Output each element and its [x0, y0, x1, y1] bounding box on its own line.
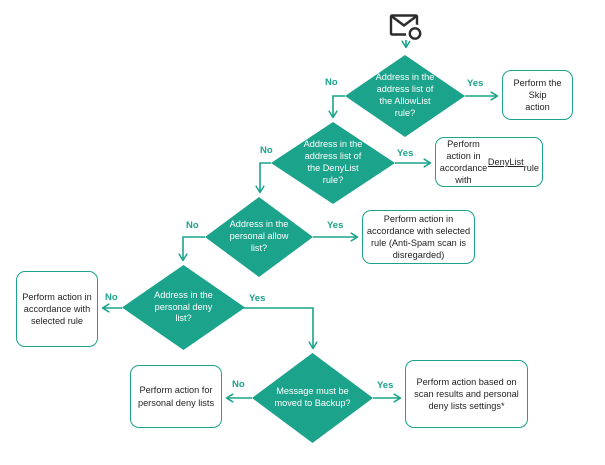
decision-backup: Message must be moved to Backup? — [252, 353, 373, 443]
decision-personal-allow: Address in the personal allow list? — [205, 197, 313, 277]
label-personal-allow-yes: Yes — [327, 220, 344, 231]
denylist-link: DenyList — [487, 156, 524, 167]
label-backup-no: No — [232, 379, 245, 390]
label-allowlist-yes: Yes — [467, 78, 484, 89]
label-denylist-no: No — [260, 145, 273, 156]
decision-denylist-text: Address in the address list of the DenyL… — [303, 139, 363, 185]
label-personal-deny-no: No — [105, 292, 118, 303]
arrow-allowlist-no — [328, 95, 345, 119]
decision-allowlist: Address in the address list of the Allow… — [345, 55, 465, 137]
label-backup-yes: Yes — [377, 380, 394, 391]
action-denylist-rule: Perform action in accordance with DenyLi… — [435, 137, 543, 187]
arrow-denylist-no — [255, 162, 271, 194]
arrow-personal-deny-yes — [243, 307, 318, 350]
action-denylist-rule-post: rule — [523, 163, 539, 173]
email-message-icon — [388, 12, 428, 46]
label-personal-deny-yes: Yes — [249, 293, 266, 304]
action-denylist-rule-pre: Perform action in accordance with — [439, 138, 488, 186]
envelope-flap — [391, 15, 417, 27]
decision-backup-text: Message must be moved to Backup? — [274, 386, 351, 408]
action-selected-rule: Perform action in accordance with select… — [16, 271, 98, 347]
decision-allowlist-text: Address in the address list of the Allow… — [375, 72, 435, 118]
label-denylist-yes: Yes — [397, 148, 414, 159]
decision-personal-allow-text: Address in the personal allow list? — [229, 219, 289, 253]
arrow-personal-allow-no — [178, 236, 205, 262]
label-allowlist-no: No — [325, 77, 338, 88]
action-selected-rule-disregarded: Perform action in accordance with select… — [362, 210, 475, 264]
decision-personal-deny-text: Address in the personal deny list? — [154, 289, 213, 324]
decision-denylist: Address in the address list of the DenyL… — [271, 122, 395, 204]
action-personal-deny-lists: Perform action for personal deny lists — [130, 365, 222, 428]
decision-personal-deny: Address in the personal deny list? — [122, 265, 245, 350]
label-personal-allow-no: No — [186, 220, 199, 231]
zero-badge — [408, 27, 422, 40]
action-scan-results: Perform action based on scan results and… — [405, 360, 528, 428]
action-skip: Perform the Skip action — [502, 70, 573, 120]
